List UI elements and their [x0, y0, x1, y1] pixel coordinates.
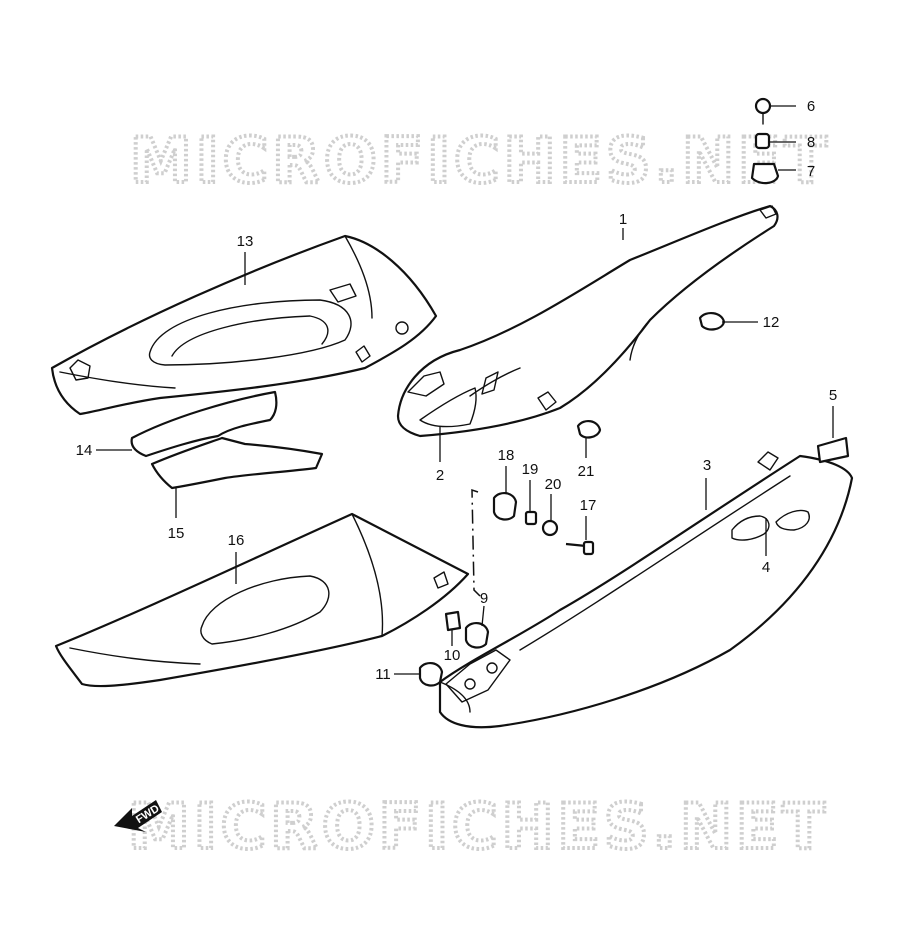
part-8-collar: [754, 132, 771, 150]
part-7-grommet: [750, 162, 780, 185]
part-21-cushion: [576, 420, 602, 439]
callout-14: 14: [76, 442, 93, 459]
callout-7: 7: [807, 163, 815, 180]
callout-3: 3: [703, 457, 711, 474]
callout-21: 21: [578, 463, 595, 480]
watermark-top: MICROFICHES.NET: [130, 124, 831, 197]
part-5-plate: [816, 436, 850, 464]
callout-15: 15: [168, 525, 185, 542]
part-12-cushion: [698, 312, 726, 331]
callout-16: 16: [228, 532, 245, 549]
callout-17: 17: [580, 497, 597, 514]
part-3-side-cover: [438, 451, 854, 729]
part-4-decal: [731, 509, 810, 541]
callout-18: 18: [498, 447, 515, 464]
assembly-line: [471, 488, 481, 597]
callout-8: 8: [807, 134, 815, 151]
part-13-upper-tail-cover: [50, 234, 438, 416]
callout-10: 10: [444, 647, 461, 664]
part-18-cushion: [492, 492, 518, 521]
part-9-cushion: [464, 622, 490, 649]
part-10-collar: [444, 610, 462, 632]
callout-9: 9: [480, 590, 488, 607]
callout-11: 11: [375, 666, 391, 683]
part-19-collar: [524, 510, 538, 526]
callout-20: 20: [545, 476, 562, 493]
callout-1: 1: [619, 211, 627, 228]
callout-5: 5: [829, 387, 837, 404]
callout-13: 13: [237, 233, 254, 250]
callout-12: 12: [763, 314, 780, 331]
part-17-bolt: [565, 540, 595, 556]
part-1-frame-cover: [396, 204, 779, 438]
callout-2: 2: [436, 467, 444, 484]
leader-lines: [96, 105, 834, 675]
part-11-cushion: [418, 662, 444, 687]
watermark-bottom: MICROFICHES.NET: [128, 790, 829, 863]
part-16-lower-side-cover: [54, 512, 470, 688]
part-15-trim-strip: [150, 436, 324, 490]
part-14-trim-strip: [130, 390, 278, 458]
part-6-screw: [754, 97, 772, 125]
callout-4: 4: [762, 559, 770, 576]
callout-19: 19: [522, 461, 539, 478]
callout-6: 6: [807, 98, 815, 115]
part-20-washer: [541, 519, 559, 537]
